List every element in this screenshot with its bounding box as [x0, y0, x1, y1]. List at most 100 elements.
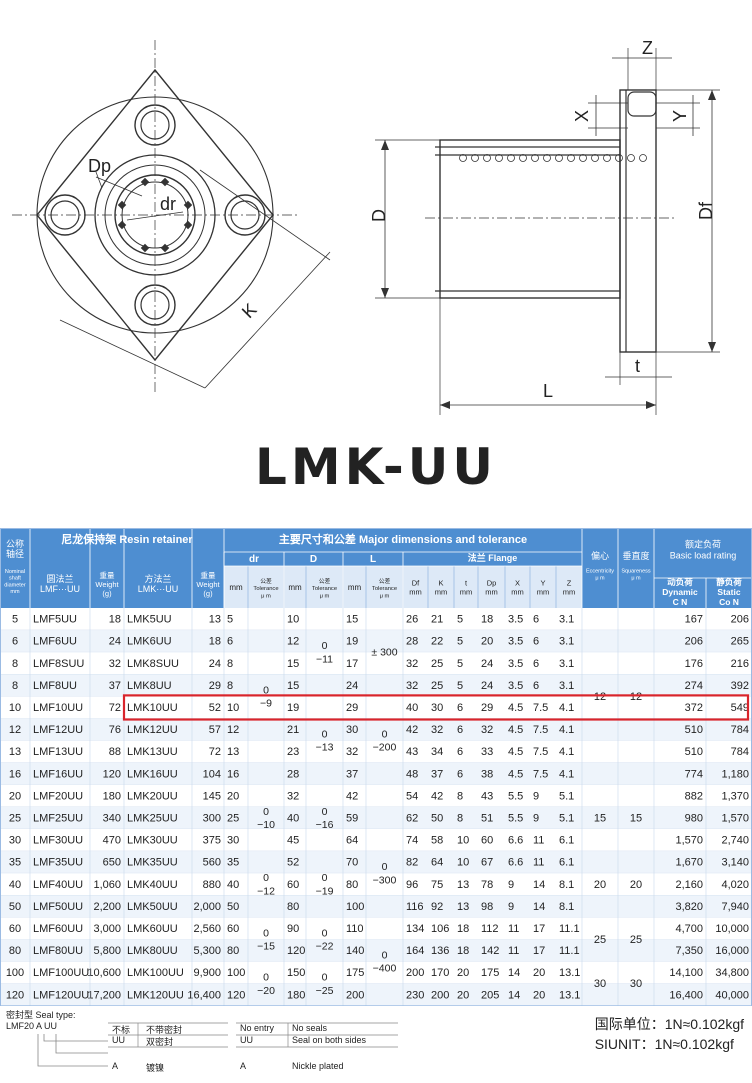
highlighted-row-outline	[122, 694, 750, 721]
table-cell: 20	[457, 967, 469, 979]
table-cell: 62	[406, 812, 418, 824]
tolerance-dr-cell: 0−15	[257, 927, 275, 952]
table-cell: 32	[109, 658, 121, 670]
table-cell: LMK100UU	[127, 967, 184, 979]
table-cell: 13.1	[559, 967, 580, 979]
df-label: Df	[696, 201, 716, 220]
table-cell: LMK120UU	[127, 989, 184, 1001]
table-cell: 9	[508, 901, 514, 913]
seal-en-desc: Seal on both sides	[292, 1035, 367, 1045]
squareness-cell: 20	[630, 879, 642, 891]
table-cell: LMK40UU	[127, 879, 178, 891]
table-cell: 14	[533, 901, 545, 913]
table-cell: LMF25UU	[33, 812, 83, 824]
table-cell: 10	[287, 613, 299, 625]
table-cell: 205	[481, 989, 499, 1001]
table-cell: 549	[731, 702, 749, 714]
table-cell: 3.1	[559, 636, 574, 648]
table-cell: 76	[109, 724, 121, 736]
table-cell: LMK12UU	[127, 724, 178, 736]
table-cell: 78	[481, 879, 493, 891]
table-cell: 120	[103, 768, 121, 780]
table-cell: 134	[406, 923, 424, 935]
table-cell: 20	[481, 636, 493, 648]
table-cell: 58	[431, 834, 443, 846]
technical-drawings: Dp dr K	[0, 0, 752, 430]
table-cell: 25	[431, 680, 443, 692]
table-row	[0, 939, 752, 962]
table-cell: 10	[457, 834, 469, 846]
table-cell: 5.1	[559, 790, 574, 802]
table-cell: 37	[346, 768, 358, 780]
table-cell: LMF50UU	[33, 901, 83, 913]
table-cell: 48	[406, 768, 418, 780]
header-nominal-band	[0, 528, 30, 608]
table-cell: LMK35UU	[127, 857, 178, 869]
table-cell: 45	[287, 834, 299, 846]
table-cell: 2,160	[675, 879, 703, 891]
table-cell: 32	[287, 790, 299, 802]
table-cell: 28	[406, 636, 418, 648]
table-cell: 13	[457, 901, 469, 913]
table-cell: 30	[431, 702, 443, 714]
table-cell: 167	[685, 613, 703, 625]
seal-en-code: A	[240, 1061, 247, 1071]
table-cell: 206	[685, 636, 703, 648]
table-cell: 90	[287, 923, 299, 935]
table-cell: LMK16UU	[127, 768, 178, 780]
table-cell: 23	[287, 746, 299, 758]
squareness-cell: 15	[630, 812, 642, 824]
table-row	[0, 829, 752, 852]
table-cell: 30	[346, 724, 358, 736]
table-cell: 11.1	[559, 923, 580, 935]
table-cell: 13	[9, 746, 21, 758]
table-cell: 6.6	[508, 834, 523, 846]
table-cell: 100	[6, 967, 24, 979]
table-cell: 18	[209, 636, 221, 648]
seal-cn-code: UU	[112, 1035, 125, 1045]
table-cell: 2,560	[193, 923, 221, 935]
table-cell: 14	[508, 989, 520, 1001]
table-cell: LMF8SUU	[33, 658, 84, 670]
table-cell: 17	[346, 658, 358, 670]
table-row	[0, 630, 752, 653]
table-cell: 50	[227, 901, 239, 913]
table-cell: 32	[431, 724, 443, 736]
table-cell: 372	[685, 702, 703, 714]
table-cell: 80	[227, 945, 239, 957]
table-cell: 14	[508, 967, 520, 979]
table-cell: 40	[406, 702, 418, 714]
table-cell: 32	[481, 724, 493, 736]
table-cell: 18	[457, 923, 469, 935]
table-cell: 6.6	[508, 857, 523, 869]
tolerance-l-cell: 0−200	[373, 728, 397, 753]
table-cell: LMF8UU	[33, 680, 77, 692]
table-cell: 4.1	[559, 746, 574, 758]
table-cell: 112	[481, 923, 499, 935]
table-cell: 21	[287, 724, 299, 736]
table-cell: 150	[287, 967, 305, 979]
header-mm: mm	[348, 583, 362, 592]
table-cell: 5	[457, 680, 463, 692]
table-cell: LMF60UU	[33, 923, 83, 935]
front-view-drawing	[12, 40, 331, 395]
table-cell: 13	[227, 746, 239, 758]
table-cell: 13.1	[559, 989, 580, 1001]
table-cell: 15	[346, 613, 358, 625]
table-cell: 5.5	[508, 790, 523, 802]
table-cell: 560	[203, 857, 221, 869]
table-cell: 43	[481, 790, 493, 802]
z-label: Z	[642, 38, 653, 58]
table-cell: 29	[209, 680, 221, 692]
table-cell: 136	[431, 945, 449, 957]
table-cell: 2,000	[193, 901, 221, 913]
table-cell: 8	[457, 790, 463, 802]
table-row	[0, 983, 752, 1006]
table-cell: 880	[203, 879, 221, 891]
